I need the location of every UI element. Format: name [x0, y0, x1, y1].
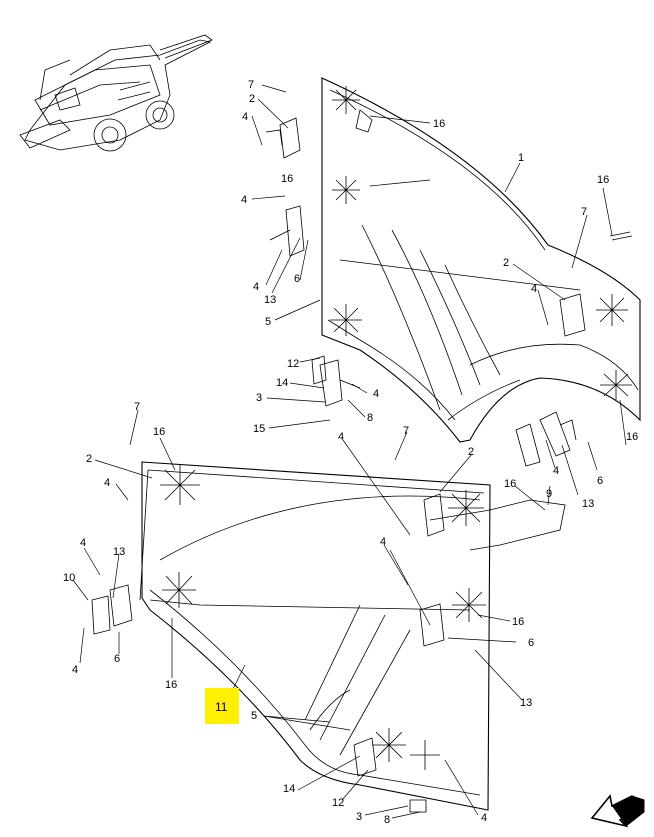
callout-4: 4	[241, 194, 247, 206]
callout-5: 5	[251, 710, 257, 722]
upper-side-panel	[265, 77, 641, 467]
callout-10: 10	[63, 572, 75, 584]
callout-4: 4	[338, 431, 344, 443]
callout-3: 3	[356, 811, 362, 823]
callout-14: 14	[276, 377, 288, 389]
callout-9: 9	[546, 488, 552, 500]
callout-4: 4	[373, 388, 379, 400]
leader-lines	[72, 84, 627, 819]
callout-7: 7	[248, 79, 254, 91]
callout-5: 5	[265, 316, 271, 328]
callout-4: 4	[481, 812, 487, 824]
callout-2: 2	[249, 93, 255, 105]
callout-13: 13	[520, 697, 532, 709]
callout-7: 7	[403, 425, 409, 437]
callout-3: 3	[256, 392, 262, 404]
callout-4: 4	[531, 283, 537, 295]
callout-6: 6	[528, 637, 534, 649]
callout-16: 16	[597, 174, 609, 186]
callout-labels: 7 2 4 16 1 16 16 4 7 4 2 4 13 6 5 12 14 …	[63, 79, 638, 826]
callout-12: 12	[287, 358, 299, 370]
callout-13: 13	[582, 498, 594, 510]
callout-4: 4	[253, 281, 259, 293]
callout-7: 7	[134, 401, 140, 413]
direction-arrow-icon	[590, 794, 645, 828]
callout-14: 14	[283, 783, 295, 795]
callout-8: 8	[367, 412, 373, 424]
callout-16: 16	[433, 118, 445, 130]
callout-6: 6	[597, 475, 603, 487]
callout-16: 16	[512, 616, 524, 628]
callout-16: 16	[153, 426, 165, 438]
callout-4: 4	[104, 477, 110, 489]
lower-side-panel	[91, 461, 566, 813]
callout-11-highlighted: 11	[215, 700, 228, 714]
callout-6: 6	[294, 273, 300, 285]
callout-13: 13	[113, 546, 125, 558]
highlight-box	[205, 688, 239, 724]
callout-8: 8	[384, 814, 390, 826]
callout-4: 4	[553, 465, 559, 477]
callout-16: 16	[281, 173, 293, 185]
callout-6: 6	[114, 653, 120, 665]
callout-1: 1	[518, 152, 524, 164]
callout-16: 16	[626, 431, 638, 443]
combine-harvester-thumbnail-icon	[19, 34, 213, 152]
callout-4: 4	[80, 537, 86, 549]
callout-16: 16	[165, 679, 177, 691]
callout-4: 4	[242, 111, 248, 123]
callout-13: 13	[264, 294, 276, 306]
callout-4: 4	[72, 664, 78, 676]
callout-16: 16	[504, 478, 516, 490]
callout-12: 12	[332, 797, 344, 809]
callout-2: 2	[86, 453, 92, 465]
callout-2: 2	[468, 446, 474, 458]
callout-7: 7	[581, 206, 587, 218]
callout-4: 4	[380, 536, 386, 548]
callout-2: 2	[503, 257, 509, 269]
callout-15: 15	[253, 423, 265, 435]
